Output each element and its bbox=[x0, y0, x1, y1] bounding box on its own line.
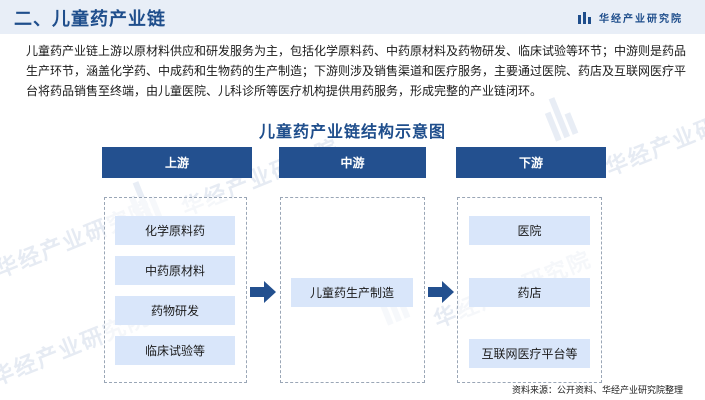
upstream-item: 中药原材料 bbox=[115, 256, 235, 285]
stage-header-downstream: 下游 bbox=[456, 147, 606, 178]
stage-header-midstream: 中游 bbox=[279, 147, 426, 178]
diagram-title: 儿童药产业链结构示意图 bbox=[258, 122, 446, 141]
flow-arrow-icon bbox=[428, 281, 454, 303]
midstream-item: 儿童药生产制造 bbox=[291, 278, 413, 307]
downstream-item: 互联网医疗平台等 bbox=[469, 339, 590, 368]
upstream-item: 临床试验等 bbox=[115, 336, 235, 365]
brand: 华经产业研究院 bbox=[578, 10, 683, 25]
page-title: 二、儿童药产业链 bbox=[14, 9, 166, 30]
downstream-item: 医院 bbox=[469, 216, 590, 245]
upstream-item: 药物研发 bbox=[115, 296, 235, 325]
header-band: 二、儿童药产业链 华经产业研究院 bbox=[0, 0, 705, 34]
brand-logo-icon bbox=[578, 11, 593, 24]
intro-paragraph: 儿童药产业链上游以原材料供应和研发服务为主，包括化学原料药、中药原材料及药物研发… bbox=[26, 44, 687, 98]
source-note: 资料来源：公开资料、华经产业研究院整理 bbox=[511, 386, 683, 396]
brand-name: 华经产业研究院 bbox=[599, 14, 683, 25]
upstream-item: 化学原料药 bbox=[115, 216, 235, 245]
stage-header-upstream: 上游 bbox=[102, 147, 252, 178]
downstream-item: 药店 bbox=[469, 278, 590, 307]
flow-arrow-icon bbox=[250, 281, 276, 303]
